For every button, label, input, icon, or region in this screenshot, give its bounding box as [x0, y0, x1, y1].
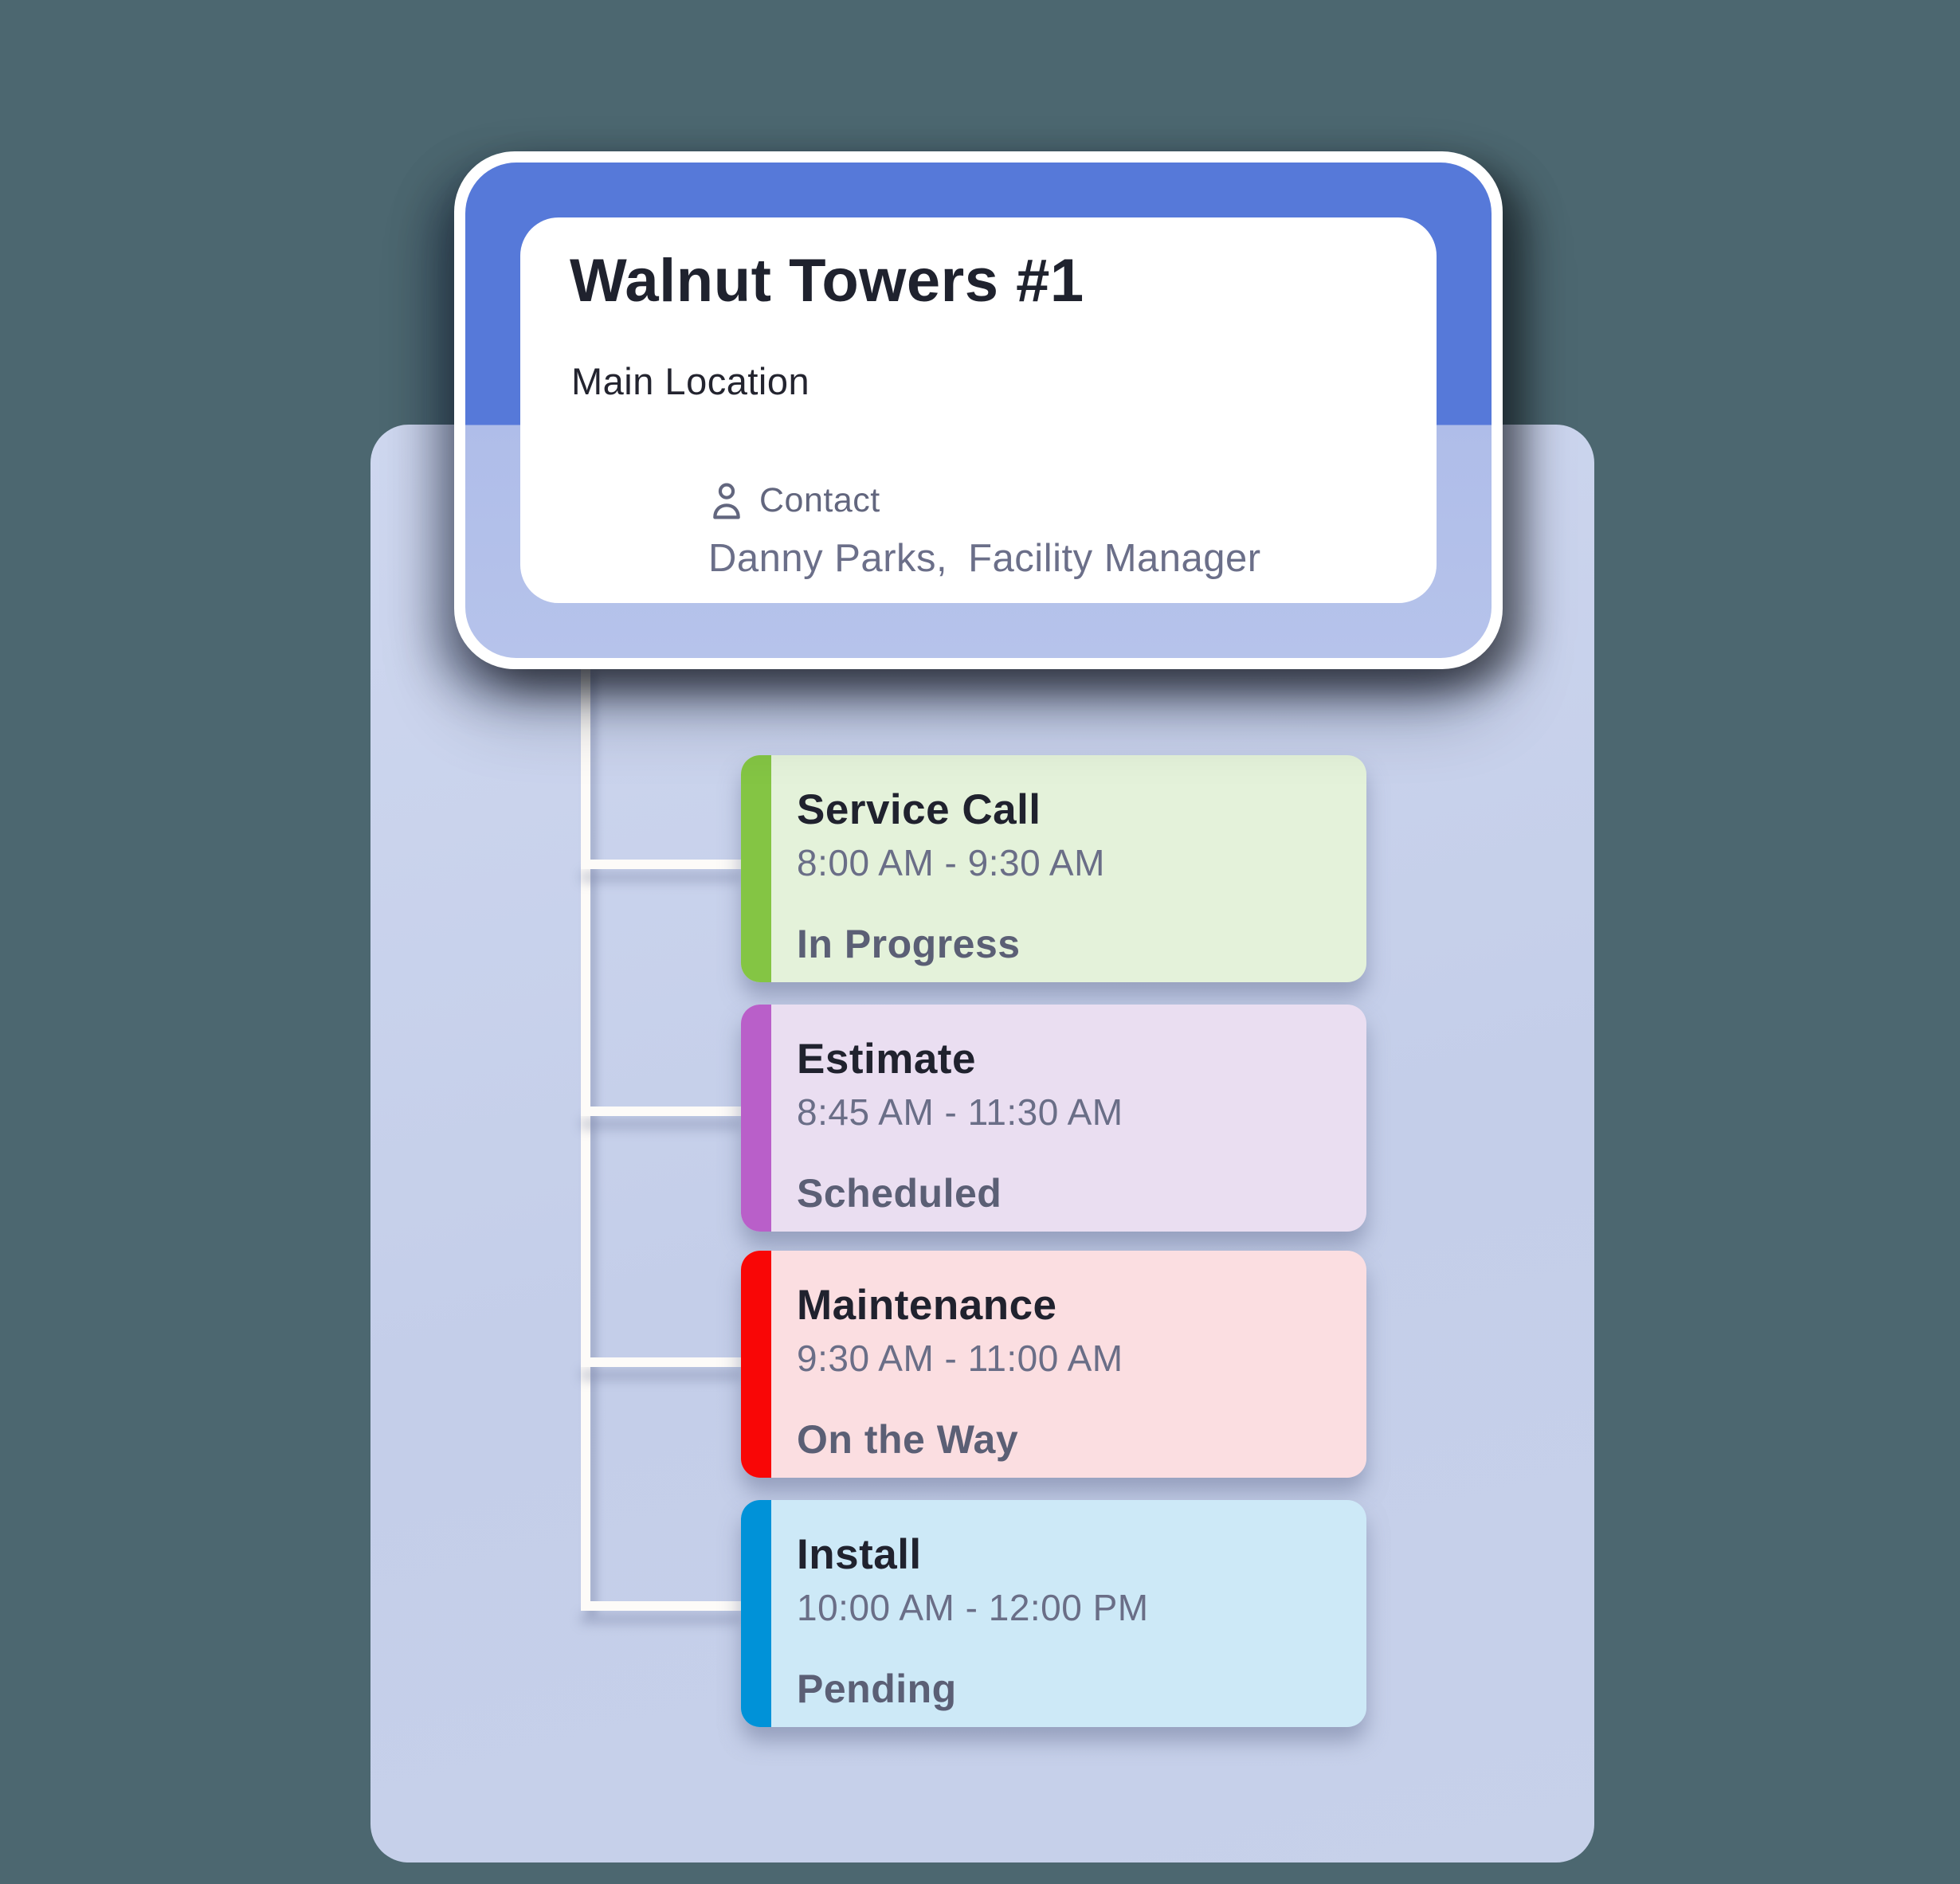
job-card-content: Service Call 8:00 AM - 9:30 AM In Progre…: [797, 755, 1343, 982]
location-subtitle: Main Location: [571, 360, 810, 402]
connector-branch: [581, 860, 742, 869]
location-title: Walnut Towers #1: [570, 247, 1084, 315]
job-status: On the Way: [797, 1417, 1019, 1462]
job-time: 9:30 AM - 11:00 AM: [797, 1338, 1123, 1379]
job-time: 8:00 AM - 9:30 AM: [797, 842, 1105, 883]
job-accent-bar: [741, 755, 771, 982]
connector-branch: [581, 1357, 742, 1367]
contact-role: Facility Manager: [968, 537, 1261, 580]
job-card-maintenance[interactable]: Maintenance 9:30 AM - 11:00 AM On the Wa…: [741, 1251, 1366, 1478]
job-card-install[interactable]: Install 10:00 AM - 12:00 PM Pending: [741, 1500, 1366, 1727]
contact-person: Danny Parks, Facility Manager: [708, 536, 1261, 581]
contact-row: Contact: [710, 480, 880, 520]
job-card-service-call[interactable]: Service Call 8:00 AM - 9:30 AM In Progre…: [741, 755, 1366, 982]
location-card[interactable]: Walnut Towers #1 Main Location Contact D…: [454, 151, 1503, 669]
job-title: Maintenance: [797, 1282, 1057, 1329]
job-title: Estimate: [797, 1036, 976, 1083]
person-icon: [710, 480, 743, 520]
job-card-content: Install 10:00 AM - 12:00 PM Pending: [797, 1500, 1343, 1727]
job-title: Service Call: [797, 786, 1041, 833]
job-status: Pending: [797, 1667, 957, 1711]
job-status: Scheduled: [797, 1171, 1002, 1216]
connector-branch: [581, 1601, 742, 1611]
job-card-content: Maintenance 9:30 AM - 11:00 AM On the Wa…: [797, 1251, 1343, 1478]
job-status: In Progress: [797, 922, 1021, 966]
job-accent-bar: [741, 1500, 771, 1727]
job-card-content: Estimate 8:45 AM - 11:30 AM Scheduled: [797, 1005, 1343, 1232]
job-time: 8:45 AM - 11:30 AM: [797, 1091, 1123, 1133]
location-card-body: Walnut Towers #1 Main Location Contact D…: [520, 217, 1437, 603]
job-card-estimate[interactable]: Estimate 8:45 AM - 11:30 AM Scheduled: [741, 1005, 1366, 1232]
job-time: 10:00 AM - 12:00 PM: [797, 1587, 1149, 1628]
connector-branch: [581, 1107, 742, 1116]
job-accent-bar: [741, 1251, 771, 1478]
connector-vertical-line: [581, 668, 590, 1611]
contact-name: Danny Parks,: [708, 537, 948, 580]
job-title: Install: [797, 1531, 922, 1578]
contact-label: Contact: [759, 480, 880, 519]
location-card-frame: Walnut Towers #1 Main Location Contact D…: [465, 163, 1492, 658]
job-accent-bar: [741, 1005, 771, 1232]
